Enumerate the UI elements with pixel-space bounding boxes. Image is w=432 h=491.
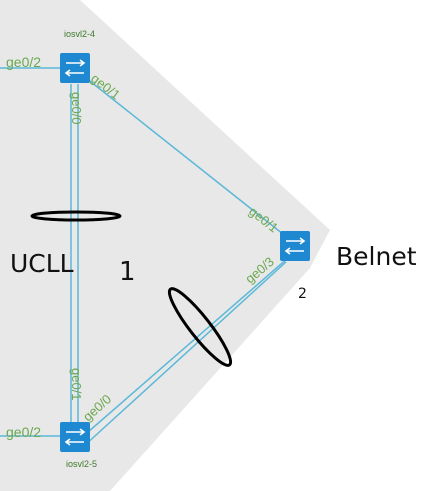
switch-top[interactable] [60,53,90,83]
port-label-bottom-left: ge0/2 [6,424,41,440]
device-name-top: iosvl2-4 [64,29,95,39]
port-channel-ellipse-2 [167,287,233,367]
link-bottom-right-1[interactable] [87,257,289,433]
area-label-left: UCLL [10,249,74,278]
link-bottom-right-2[interactable] [83,261,287,447]
link-top-to-right[interactable] [85,77,289,239]
switch-icon [284,237,306,255]
port-label-top-down: ge0/0 [69,92,84,125]
area-label-right: Belnet [336,242,417,271]
switch-right[interactable] [280,231,310,261]
switch-icon [64,59,86,77]
port-label-top-left: ge0/2 [6,54,41,70]
port-channel-ellipse-1 [30,210,122,222]
switch-bottom[interactable] [60,422,90,452]
region-background [0,0,330,491]
device-name-bottom: iosvl2-5 [66,459,97,469]
switch-icon [64,428,86,446]
links [0,67,289,447]
area-number-left: 1 [119,257,136,287]
area-number-right: 2 [298,286,307,302]
port-label-bottom-up: ge0/1 [69,368,84,401]
